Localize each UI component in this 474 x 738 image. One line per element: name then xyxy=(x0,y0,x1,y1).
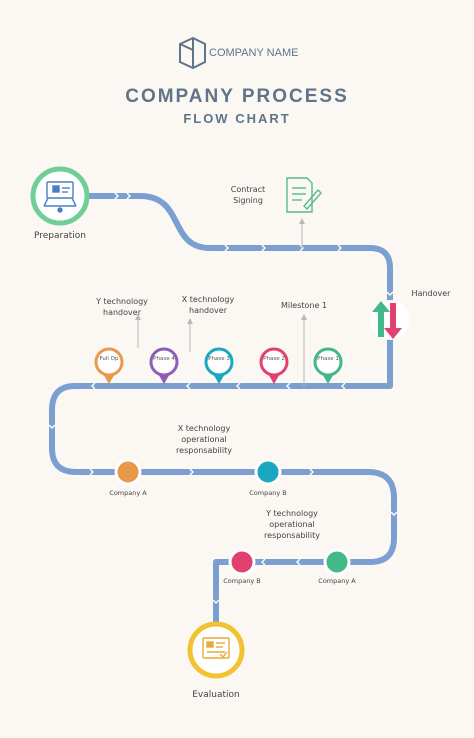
y-technology-handover-label: Y technology handover xyxy=(96,297,148,317)
evaluation-label: Evaluation xyxy=(192,690,240,700)
company-dot-row2-left xyxy=(228,548,256,576)
phase-marker-3 xyxy=(204,347,234,384)
phase-label-2: Phase 2 xyxy=(263,356,285,362)
phase-marker-2 xyxy=(259,347,289,384)
exchange-arrows-icon xyxy=(372,301,402,339)
workstation-icon xyxy=(43,181,77,213)
company-label-row2-right: Company A xyxy=(318,577,356,585)
path-direction-chevrons xyxy=(48,192,398,604)
pointer-arrowheads xyxy=(135,218,307,324)
phase-markers xyxy=(94,347,343,384)
milestone-1-label: Milestone 1 xyxy=(280,301,328,310)
phase-label-3: Phase 3 xyxy=(208,356,230,362)
y-technology-operational-label: Y technology operational responsability xyxy=(264,509,320,540)
company-dot-row1-left xyxy=(114,458,142,486)
company-dot-row2-right xyxy=(323,548,351,576)
phase-label-1: Phase 1 xyxy=(317,356,339,362)
handover-label: Handover xyxy=(411,289,451,298)
pointer-lines xyxy=(137,222,305,386)
x-technology-operational-label: X technology operational responsability xyxy=(176,424,232,455)
evaluation-node xyxy=(187,621,245,679)
company-dots xyxy=(114,458,351,576)
cube-logo-icon xyxy=(179,36,206,70)
company-label-row1-right: Company B xyxy=(249,489,287,497)
phase-label-4: Phase 4 xyxy=(153,356,175,362)
page-title: COMPANY PROCESS xyxy=(125,86,349,107)
preparation-label: Preparation xyxy=(34,231,86,241)
contract-document-icon xyxy=(286,177,322,213)
evaluation-board-icon xyxy=(202,637,230,659)
company-name: COMPANY NAME xyxy=(209,47,299,59)
company-label-row2-left: Company B xyxy=(223,577,261,585)
contract-signing-label: Contract Signing xyxy=(230,185,266,205)
phase-label-full-op: Full Op xyxy=(99,356,119,362)
page-subtitle: FLOW CHART xyxy=(183,111,291,126)
company-label-row1-left: Company A xyxy=(109,489,147,497)
x-technology-handover-label: X technology handover xyxy=(181,295,235,315)
phase-marker-full-op xyxy=(94,347,124,384)
company-dot-row1-right xyxy=(254,458,282,486)
preparation-node xyxy=(30,166,90,226)
phase-marker-1 xyxy=(313,347,343,384)
handover-node xyxy=(370,300,410,340)
phase-marker-4 xyxy=(149,347,179,384)
process-path xyxy=(49,193,397,635)
